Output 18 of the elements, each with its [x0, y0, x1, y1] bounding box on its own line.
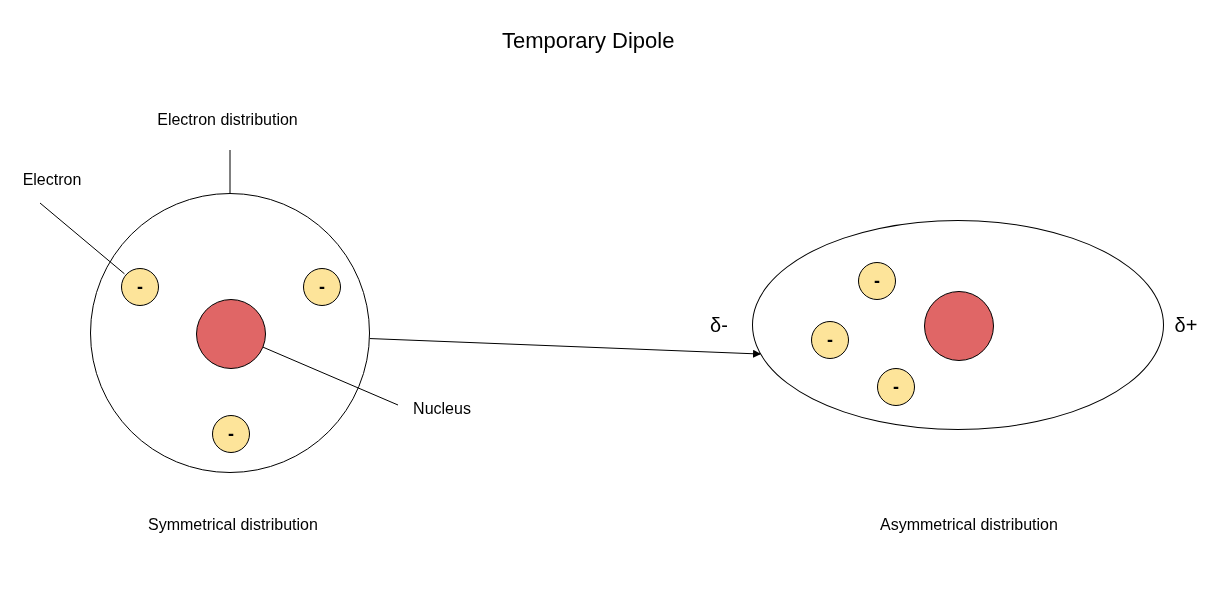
- caption-text: Symmetrical distribution: [148, 516, 318, 534]
- electron-circle: -: [212, 415, 250, 453]
- leader-label: Nucleus: [404, 397, 480, 421]
- electron-circle: -: [121, 268, 159, 306]
- leader-line: [229, 149, 231, 194]
- leader-label: Electron distribution: [140, 108, 315, 132]
- partial-charge-label: δ+: [1174, 313, 1198, 337]
- partial-charge-label: δ-: [710, 313, 728, 337]
- diagram-title: Temporary Dipole: [502, 28, 675, 54]
- leader-line: [261, 346, 399, 406]
- electron-circle: -: [877, 368, 915, 406]
- leader-line: [39, 202, 125, 275]
- electron-circle: -: [811, 321, 849, 359]
- arrow: [369, 338, 761, 358]
- leader-label: Electron: [12, 168, 92, 192]
- electron-circle: -: [858, 262, 896, 300]
- electron-circle: -: [303, 268, 341, 306]
- caption-text: Asymmetrical distribution: [880, 516, 1058, 534]
